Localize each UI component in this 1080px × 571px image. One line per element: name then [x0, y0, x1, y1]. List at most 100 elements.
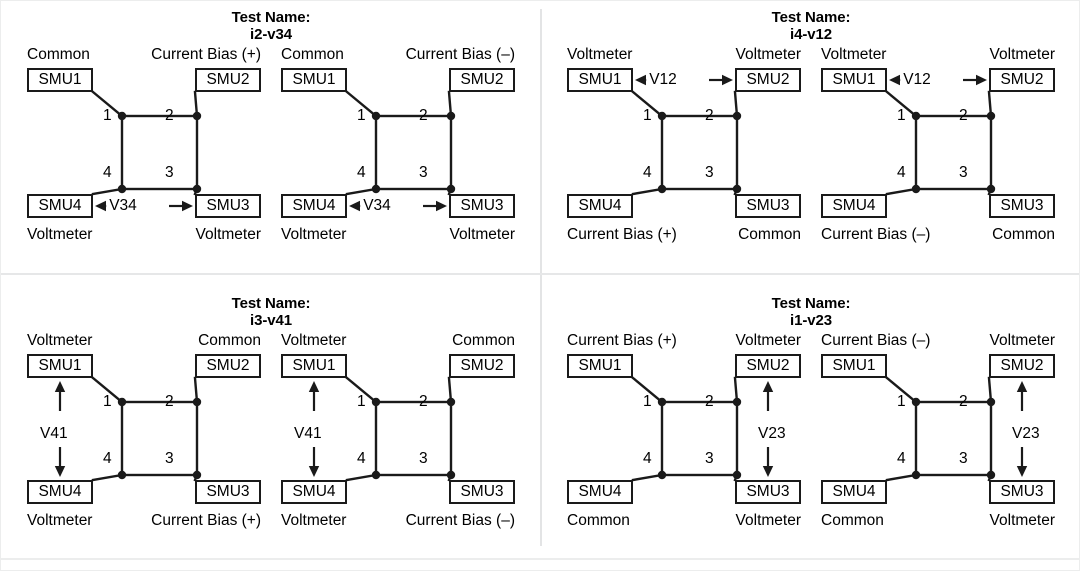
annotation-bottom-left: Current Bias (+)	[567, 226, 677, 243]
node-number-4: 4	[103, 164, 112, 181]
smu-box-3: SMU3	[735, 194, 801, 218]
annotation-top-right: Voltmeter	[989, 46, 1055, 63]
smu-box-2: SMU2	[195, 354, 261, 378]
van-der-pauw-square	[885, 90, 996, 196]
node-number-3: 3	[165, 164, 174, 181]
node-number-2: 2	[419, 393, 428, 410]
annotation-bottom-right: Voltmeter	[449, 226, 515, 243]
measurement-label: V34	[106, 197, 140, 215]
van-der-pauw-square	[345, 90, 456, 196]
smu-box-2: SMU2	[735, 354, 801, 378]
annotation-top-left: Voltmeter	[281, 332, 347, 349]
smu-box-4: SMU4	[821, 194, 887, 218]
annotation-bottom-left: Voltmeter	[27, 512, 93, 529]
van-der-pauw-square	[631, 90, 742, 196]
node-number-4: 4	[643, 450, 652, 467]
measurement-arrow-vertical	[54, 381, 66, 477]
annotation-top-left: Voltmeter	[27, 332, 93, 349]
smu-box-1: SMU1	[281, 354, 347, 378]
test-name-prefix: Test Name:	[771, 295, 851, 312]
node-number-3: 3	[419, 450, 428, 467]
annotation-top-right: Voltmeter	[735, 332, 801, 349]
annotation-top-left: Voltmeter	[567, 46, 633, 63]
measurement-label: V34	[360, 197, 394, 215]
smu-box-2: SMU2	[449, 354, 515, 378]
measurement-label: V41	[291, 425, 325, 443]
smu-box-2: SMU2	[989, 354, 1055, 378]
annotation-top-right: Voltmeter	[989, 332, 1055, 349]
smu-box-3: SMU3	[989, 194, 1055, 218]
node-number-3: 3	[165, 450, 174, 467]
smu-box-4: SMU4	[27, 480, 93, 504]
annotation-top-right: Current Bias (+)	[151, 46, 261, 63]
node-number-1: 1	[897, 107, 906, 124]
annotation-bottom-left: Common	[821, 512, 884, 529]
annotation-top-right: Current Bias (–)	[405, 46, 515, 63]
node-number-4: 4	[357, 450, 366, 467]
node-number-2: 2	[959, 107, 968, 124]
test-name-title: Test Name:i1-v23	[541, 295, 1079, 329]
smu-box-1: SMU1	[567, 68, 633, 92]
node-number-2: 2	[705, 393, 714, 410]
node-number-2: 2	[165, 393, 174, 410]
node-number-4: 4	[897, 164, 906, 181]
annotation-bottom-right: Common	[992, 226, 1055, 243]
smu-box-2: SMU2	[449, 68, 515, 92]
smu-box-3: SMU3	[989, 480, 1055, 504]
node-number-2: 2	[959, 393, 968, 410]
test-name-value: i2-v34	[250, 26, 292, 43]
node-number-2: 2	[419, 107, 428, 124]
measurement-label: V12	[900, 71, 934, 89]
smu-box-2: SMU2	[989, 68, 1055, 92]
smu-box-3: SMU3	[195, 480, 261, 504]
annotation-top-left: Common	[27, 46, 90, 63]
node-number-2: 2	[165, 107, 174, 124]
van-der-pauw-square	[345, 376, 456, 482]
node-number-3: 3	[705, 164, 714, 181]
measurement-arrow-vertical	[762, 381, 774, 477]
van-der-pauw-square	[631, 376, 742, 482]
node-number-4: 4	[357, 164, 366, 181]
annotation-bottom-left: Voltmeter	[281, 226, 347, 243]
annotation-top-left: Current Bias (+)	[567, 332, 677, 349]
annotation-top-right: Common	[452, 332, 515, 349]
test-name-value: i4-v12	[790, 26, 832, 43]
smu-box-2: SMU2	[195, 68, 261, 92]
node-number-1: 1	[643, 393, 652, 410]
measurement-label: V23	[755, 425, 789, 443]
smu-box-4: SMU4	[821, 480, 887, 504]
annotation-bottom-right: Current Bias (–)	[405, 512, 515, 529]
node-number-1: 1	[897, 393, 906, 410]
node-number-1: 1	[103, 393, 112, 410]
van-der-pauw-square	[91, 90, 202, 196]
test-name-title: Test Name:i4-v12	[541, 9, 1079, 43]
smu-box-1: SMU1	[27, 354, 93, 378]
node-number-3: 3	[959, 164, 968, 181]
measurement-label: V41	[37, 425, 71, 443]
node-number-3: 3	[419, 164, 428, 181]
smu-box-4: SMU4	[567, 480, 633, 504]
smu-box-1: SMU1	[821, 354, 887, 378]
annotation-bottom-right: Voltmeter	[735, 512, 801, 529]
smu-box-3: SMU3	[195, 194, 261, 218]
node-number-3: 3	[959, 450, 968, 467]
smu-box-4: SMU4	[27, 194, 93, 218]
test-name-prefix: Test Name:	[231, 9, 311, 26]
node-number-1: 1	[103, 107, 112, 124]
node-number-1: 1	[357, 393, 366, 410]
test-name-title: Test Name:i2-v34	[1, 9, 541, 43]
measurement-label: V23	[1009, 425, 1043, 443]
node-number-4: 4	[897, 450, 906, 467]
smu-box-2: SMU2	[735, 68, 801, 92]
smu-box-1: SMU1	[567, 354, 633, 378]
